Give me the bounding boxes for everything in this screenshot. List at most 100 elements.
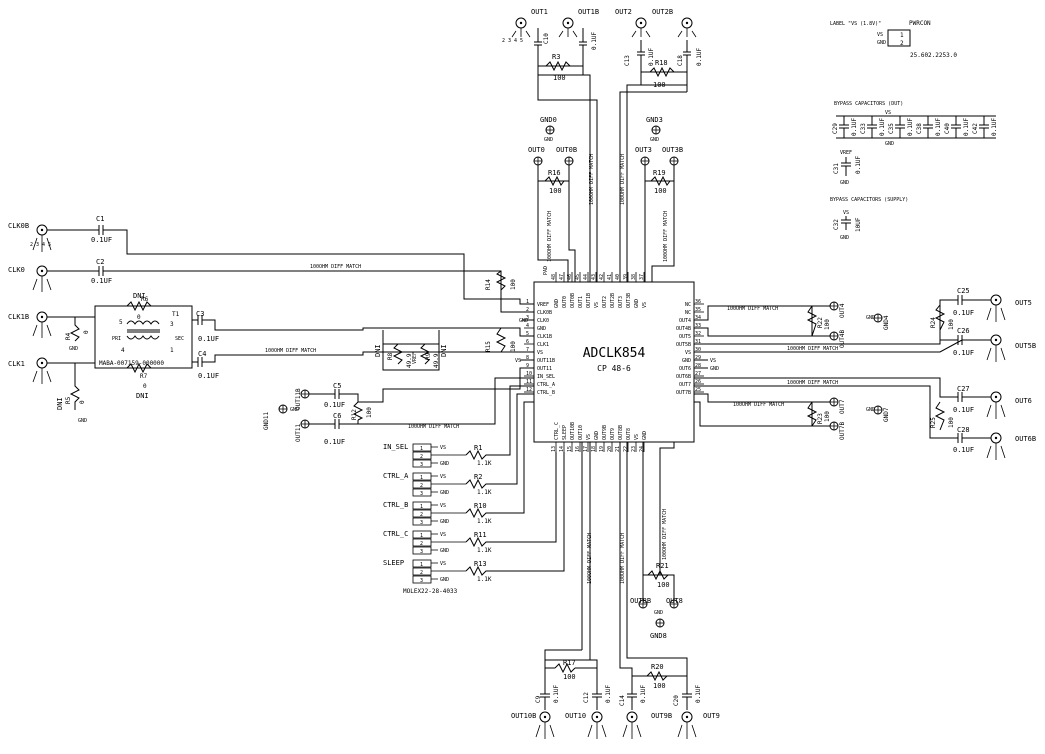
c26-value: 0.1UF bbox=[953, 349, 974, 357]
r8-vref: VREF bbox=[412, 352, 418, 364]
svg-text:1: 1 bbox=[170, 347, 174, 354]
out1-connector: 2 3 4 5 OUT1 bbox=[502, 8, 548, 44]
c6-ref: C6 bbox=[333, 412, 341, 420]
r24-resistor: R24 100 bbox=[930, 304, 955, 331]
out4-testpoint: OUT4 bbox=[829, 301, 846, 318]
chip-pin-num: 30 bbox=[695, 347, 701, 353]
bypass-cap-c40 bbox=[951, 116, 961, 138]
chip-package: CP 48-6 bbox=[597, 364, 631, 373]
c1-ref: C1 bbox=[96, 215, 104, 223]
r3-resistor: R3 100 bbox=[545, 53, 571, 82]
diff-match-label-clk0: 100OHM DIFF MATCH bbox=[310, 264, 361, 270]
diff-match-label-out11: 100OHM DIFF MATCH bbox=[408, 424, 459, 430]
diff-match-label-out0: 100OHM DIFF MATCH bbox=[547, 211, 553, 262]
diff-match-label-out7: 100OHM DIFF MATCH bbox=[733, 402, 784, 408]
jumper-pin-num: 2 bbox=[420, 541, 423, 547]
out0-label: OUT0 bbox=[528, 146, 545, 154]
chip-pin-name: OUT10 bbox=[578, 425, 584, 440]
r21-ref: R21 bbox=[656, 562, 669, 570]
r17-ref: R17 bbox=[563, 659, 576, 667]
chip-pin-num: 23 bbox=[631, 446, 637, 452]
jumper-label: CTRL_B bbox=[383, 501, 408, 509]
pwr-pin2: 2 bbox=[900, 40, 904, 47]
chip-pin-name: GND bbox=[554, 299, 560, 308]
r6-dni: DNI bbox=[133, 292, 146, 300]
jumper-pin bbox=[412, 509, 432, 518]
r16-value: 100 bbox=[549, 187, 562, 195]
jumper-resistor bbox=[465, 536, 500, 548]
chip-pin-num: 42 bbox=[599, 274, 605, 280]
bypass-cap-ref: C42 bbox=[972, 123, 979, 134]
r17-resistor: R17 100 bbox=[554, 659, 576, 681]
out6b-connector: OUT6B bbox=[986, 432, 1036, 460]
pwr-pin1: 1 bbox=[900, 32, 904, 39]
bypass-cap-value: 0.1UF bbox=[879, 118, 886, 136]
r6-value: 0 bbox=[137, 314, 141, 321]
out11-testpoint: OUT11 bbox=[295, 419, 310, 442]
chip-pin-name: GND bbox=[642, 431, 648, 440]
c12-value: 0.1UF bbox=[605, 685, 612, 703]
jumper-vs: VS bbox=[440, 445, 446, 451]
jumper-pin-num: 2 bbox=[420, 570, 423, 576]
chip-pin-num: 39 bbox=[623, 274, 629, 280]
chip-pin-num: 8 bbox=[526, 355, 529, 361]
chip-pin-num: 19 bbox=[599, 446, 605, 452]
jumper-res-value: 1.1K bbox=[477, 518, 492, 525]
chip-pin-name: GND bbox=[634, 299, 640, 308]
r15-resistor: R15 100 bbox=[485, 327, 517, 353]
jumper-pin bbox=[412, 546, 432, 555]
c14-ref: C14 bbox=[619, 695, 626, 706]
chip-pin-name: CLK1B bbox=[537, 334, 552, 340]
r14-ref: R14 bbox=[485, 279, 492, 290]
c12-cap: C12 0.1UF bbox=[583, 685, 612, 710]
jumper-pin-num: 2 bbox=[420, 512, 423, 518]
r9-ref: R9 bbox=[425, 352, 432, 360]
c28-value: 0.1UF bbox=[953, 446, 974, 454]
out3-label: OUT3 bbox=[635, 146, 652, 154]
c20-cap: C20 0.1UF bbox=[673, 685, 702, 710]
out4b-testpoint: OUT4B bbox=[829, 330, 846, 348]
c31-ref: C31 bbox=[833, 163, 840, 174]
chip-pin-name: OUT0B bbox=[570, 293, 576, 308]
c31-value: 0.1UF bbox=[855, 156, 862, 174]
svg-text:2 3 4 5: 2 3 4 5 bbox=[30, 242, 51, 248]
out7-testpoint: OUT7 bbox=[829, 397, 846, 414]
diff-match-label-out8: 100OHM DIFF MATCH bbox=[662, 509, 668, 560]
out11b-label: OUT11B bbox=[295, 388, 302, 410]
out9b-connector: OUT9B bbox=[622, 711, 672, 739]
jumper-vs: VS bbox=[440, 474, 446, 480]
r7-ref: R7 bbox=[140, 373, 148, 380]
chip-pin-num: 15 bbox=[567, 446, 573, 452]
power-label-title: LABEL "VS (1.8V)" bbox=[830, 21, 881, 27]
chip-pin-name: NC bbox=[685, 310, 691, 316]
chip-pin-num: 34 bbox=[695, 315, 701, 321]
r9-value: 49.9 bbox=[433, 353, 440, 368]
r4-value: 0 bbox=[83, 330, 90, 334]
r21-resistor: R21 100 bbox=[647, 562, 670, 589]
chip-pin-name: VS bbox=[642, 302, 648, 308]
bypass-cap-value: 0.1UF bbox=[907, 118, 914, 136]
out9-label: OUT9 bbox=[703, 712, 720, 720]
chip-pin-num: 31 bbox=[695, 339, 701, 345]
jumper-route bbox=[500, 385, 534, 456]
chip-pin-num: 33 bbox=[695, 323, 701, 329]
out5-label: OUT5 bbox=[1015, 299, 1032, 307]
jumper-pin bbox=[412, 459, 432, 468]
chip-pin-num: 2 bbox=[526, 307, 529, 313]
gnd0-net: GND bbox=[544, 137, 553, 143]
jumper-pin-num: 1 bbox=[420, 446, 423, 452]
r22-value: 100 bbox=[824, 319, 831, 330]
pwrcon-ref: PWRCON bbox=[909, 20, 931, 27]
jumper-route bbox=[500, 452, 557, 543]
c18-cap-top: 0.1UF bbox=[579, 28, 598, 66]
jumper-res-ref: R1 bbox=[474, 444, 482, 452]
r20-ref: R20 bbox=[651, 663, 664, 671]
r25-value: 100 bbox=[948, 417, 955, 428]
chip-pin-name: SLEEP bbox=[562, 425, 568, 440]
